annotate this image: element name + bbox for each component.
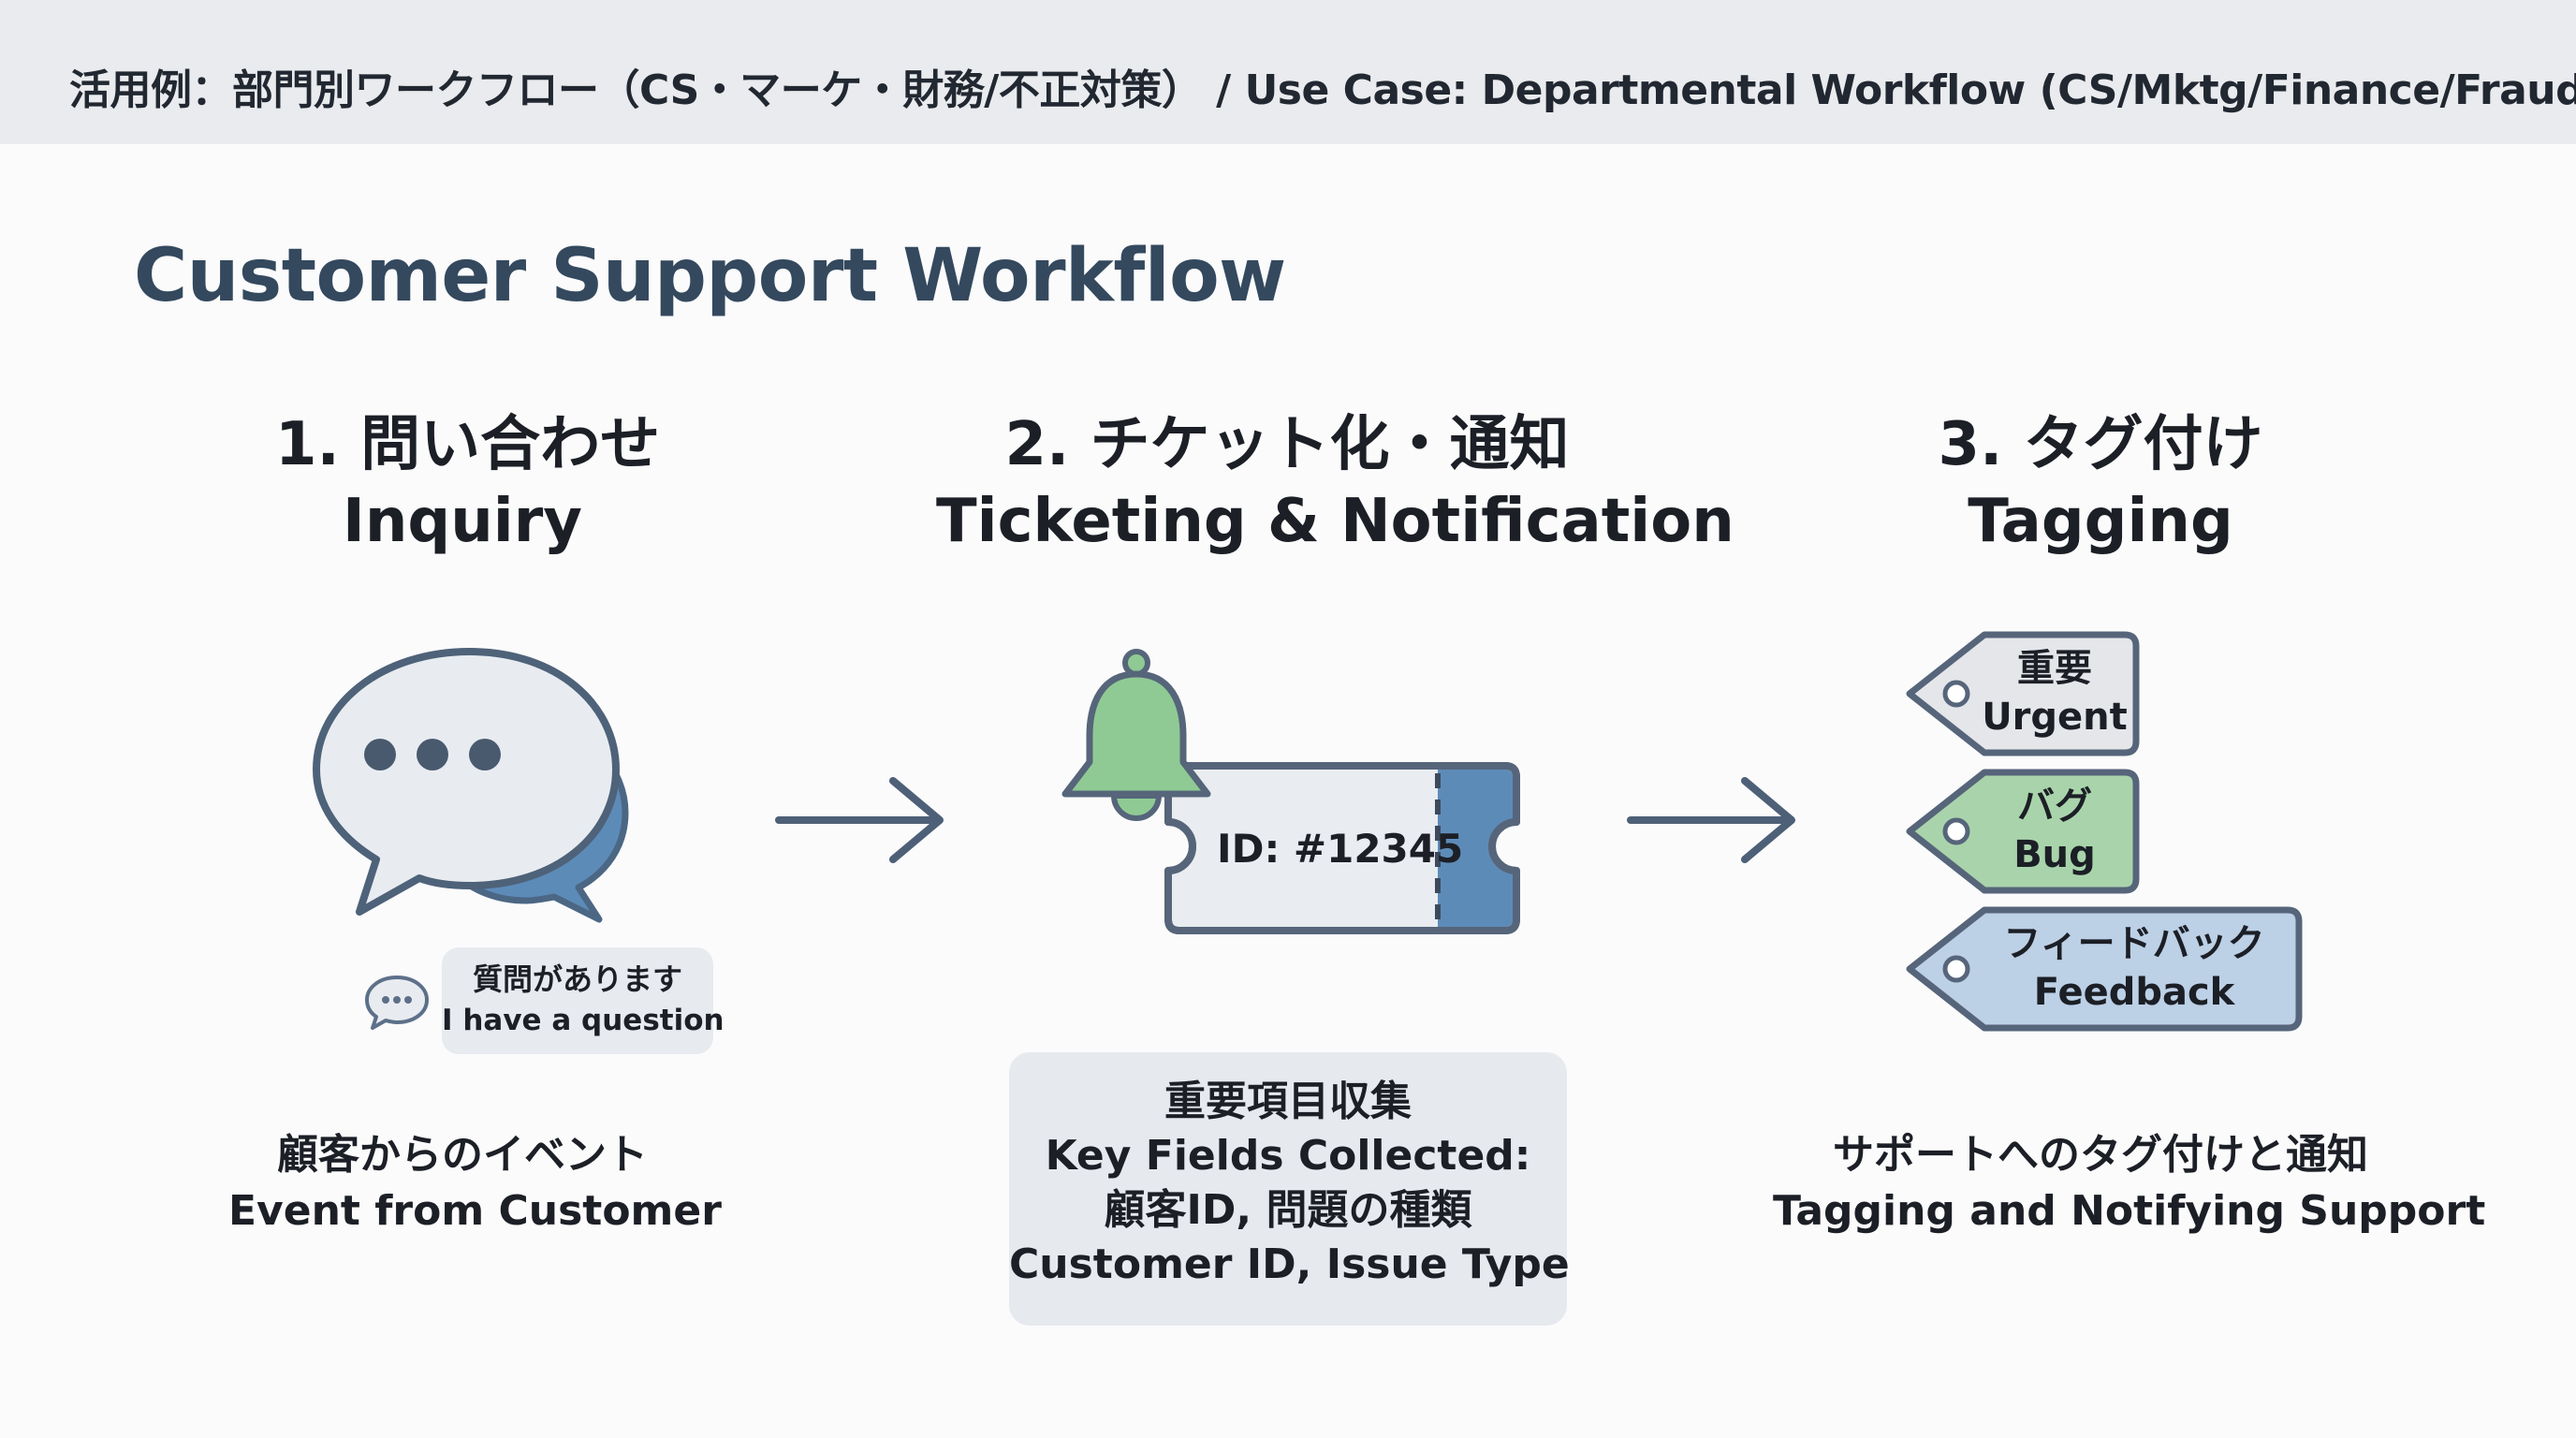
tag-feedback-en: Feedback <box>2033 971 2235 1014</box>
key-fields-heading-en: Key Fields Collected: <box>1045 1132 1531 1180</box>
step-3-caption-ja: サポートへのタグ付けと通知 <box>1833 1131 2368 1179</box>
step-1-title: 1. 問い合わせ Inquiry <box>275 406 661 560</box>
speech-bubbles-icon <box>313 648 629 923</box>
page-title: Customer Support Workflow <box>134 234 1286 318</box>
tag-bug-en: Bug <box>2013 833 2096 876</box>
tag-feedback-ja: フィードバック <box>2003 922 2265 965</box>
key-fields-box: 重要項目収集 Key Fields Collected: 顧客ID, 問題の種類… <box>1009 1052 1570 1326</box>
tag-feedback-icon <box>1906 906 2303 1032</box>
step-2-title: 2. チケット化・通知 Ticketing & Notification <box>936 406 1734 560</box>
arrow-right-icon <box>775 777 944 863</box>
key-fields-list-en: Customer ID, Issue Type <box>1009 1240 1570 1288</box>
tag-feedback-label: フィードバック Feedback <box>1975 919 2293 1017</box>
ticket-icon <box>1164 762 1520 934</box>
small-chat-icon <box>365 976 429 1030</box>
tag-bug-icon <box>1906 769 2140 894</box>
step-1-title-ja: 1. 問い合わせ <box>275 410 661 479</box>
key-fields-list-ja: 顧客ID, 問題の種類 <box>1104 1186 1472 1234</box>
key-fields-heading-ja: 重要項目収集 <box>1164 1078 1412 1125</box>
inquiry-message-en: I have a question <box>442 1004 724 1037</box>
inquiry-message-bubble: 質問があります I have a question <box>442 947 724 1054</box>
header-title: 活用例：部門別ワークフロー（CS・マーケ・財務/不正対策） / Use Case… <box>69 66 2576 114</box>
step-3-caption-en: Tagging and Notifying Support <box>1773 1187 2486 1235</box>
bell-icon <box>1061 649 1211 821</box>
tag-urgent-label: 重要 Urgent <box>1975 644 2134 741</box>
step-1-caption-en: Event from Customer <box>228 1187 722 1235</box>
tag-bug-ja: バグ <box>2017 785 2092 828</box>
step-1-title-en: Inquiry <box>343 487 582 556</box>
step-2-title-ja: 2. チケット化・通知 <box>1004 410 1570 479</box>
tag-urgent-ja: 重要 <box>2017 647 2092 690</box>
step-2-title-en: Ticketing & Notification <box>936 487 1734 556</box>
step-3-caption: サポートへのタグ付けと通知 Tagging and Notifying Supp… <box>1773 1127 2486 1240</box>
step-3-title: 3. タグ付け Tagging <box>1913 406 2288 560</box>
tag-bug-label: バグ Bug <box>1975 782 2134 879</box>
step-3-title-ja: 3. タグ付け <box>1938 410 2263 479</box>
inquiry-message-ja: 質問があります <box>472 961 682 997</box>
tag-urgent-icon <box>1906 631 2140 756</box>
step-1-caption-ja: 顧客からのイベント <box>277 1131 648 1179</box>
step-3-title-en: Tagging <box>1968 487 2233 556</box>
tag-urgent-en: Urgent <box>1982 696 2128 739</box>
step-1-caption: 顧客からのイベント Event from Customer <box>228 1127 722 1240</box>
arrow-right-icon <box>1627 777 1795 863</box>
ticket-id: ID: #12345 <box>1217 826 1464 872</box>
header-bar: 活用例：部門別ワークフロー（CS・マーケ・財務/不正対策） / Use Case… <box>0 0 2576 144</box>
